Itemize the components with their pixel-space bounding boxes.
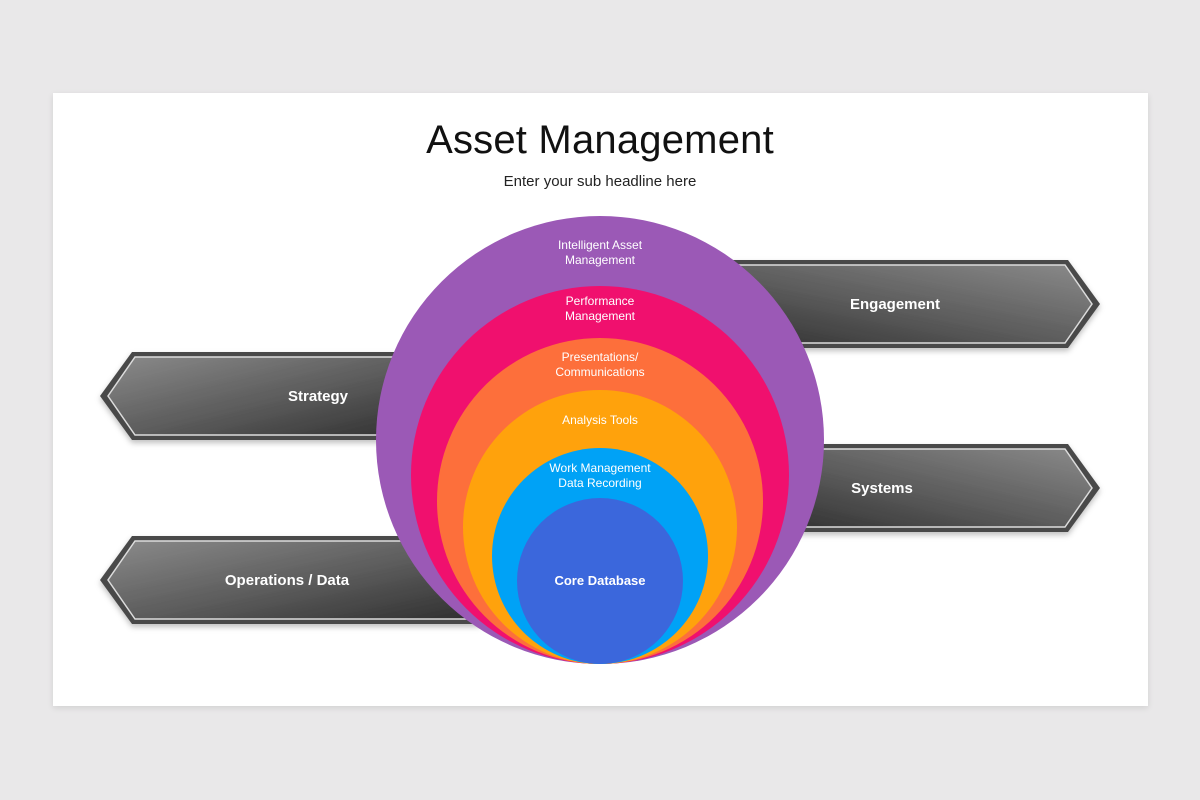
- intelligent-label-line2: Management: [565, 253, 636, 267]
- slide-title: Asset Management: [426, 118, 774, 162]
- operations-label: Operations / Data: [225, 572, 350, 589]
- systems-label: Systems: [851, 480, 913, 497]
- engagement-arrow: [699, 260, 1100, 348]
- ring-core-database: [517, 498, 683, 664]
- operations-arrow: [100, 536, 481, 624]
- strategy-label: Strategy: [288, 388, 349, 405]
- core-database-label: Core Database: [554, 573, 645, 588]
- engagement-label: Engagement: [850, 296, 940, 313]
- slide-subtitle: Enter your sub headline here: [503, 173, 697, 190]
- work-label-line1: Work Management: [549, 461, 651, 475]
- work-label-line2: Data Recording: [558, 476, 641, 490]
- presentations-label-line1: Presentations/: [562, 350, 639, 364]
- performance-label-line1: Performance: [566, 294, 635, 308]
- systems-arrow: [759, 444, 1100, 532]
- presentations-label-line2: Communications: [555, 365, 644, 379]
- strategy-arrow: [100, 352, 431, 440]
- intelligent-label-line1: Intelligent Asset: [558, 238, 643, 252]
- performance-label-line2: Management: [565, 309, 636, 323]
- analysis-label: Analysis Tools: [562, 413, 638, 427]
